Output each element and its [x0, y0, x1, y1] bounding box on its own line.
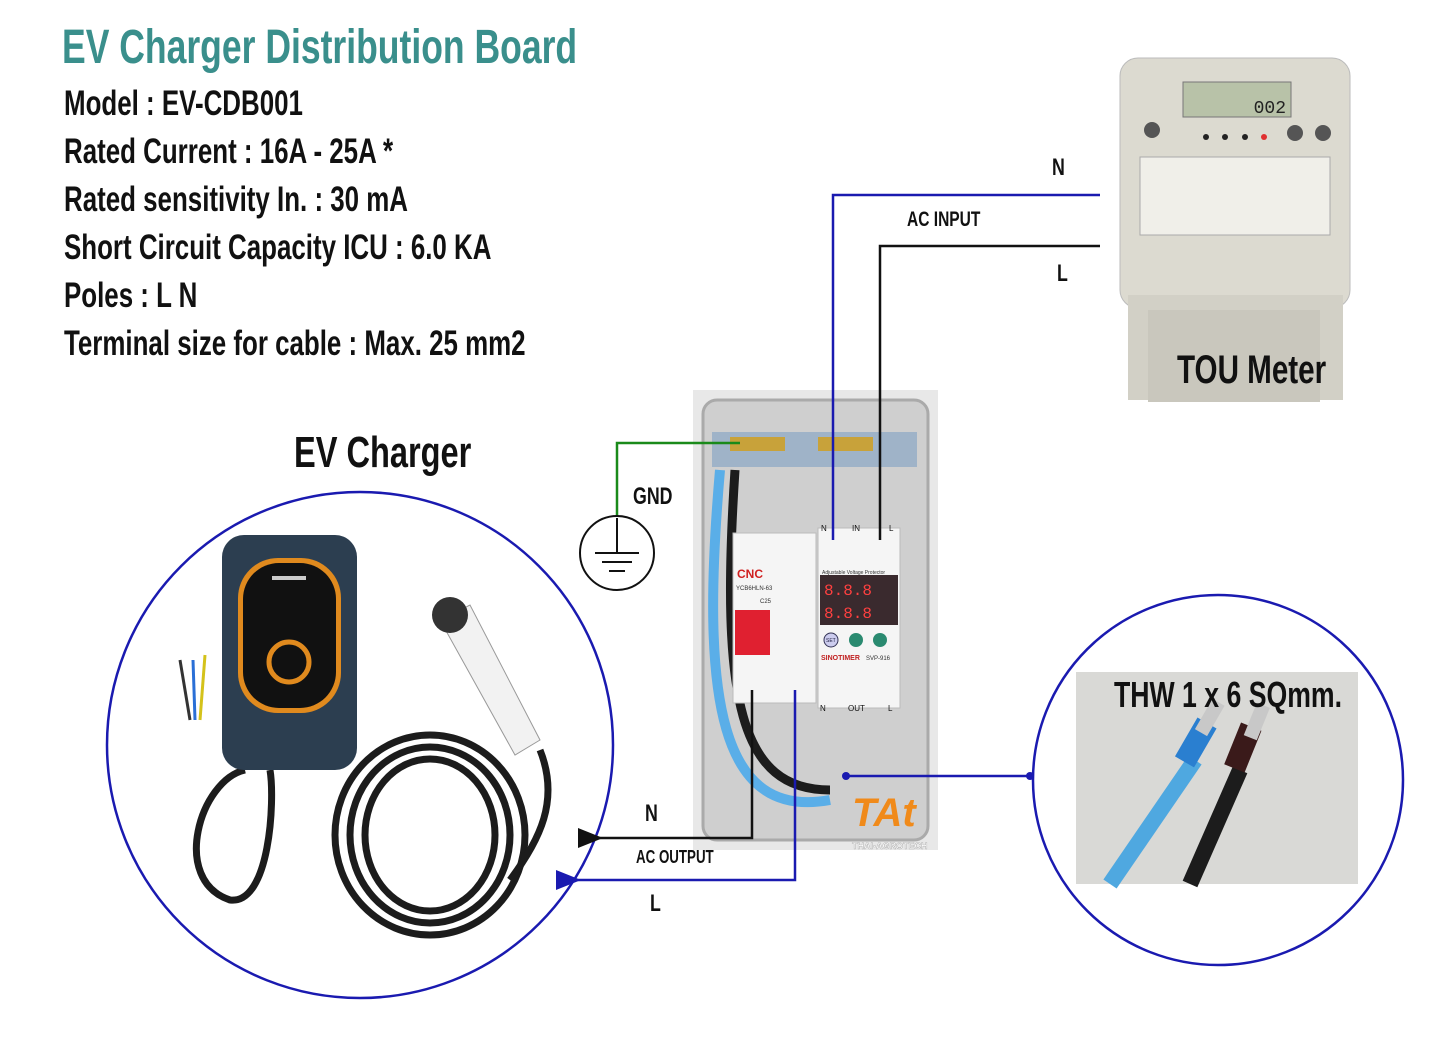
set-label: SET: [826, 638, 836, 644]
breaker-model: YCB6HLN-63: [736, 586, 773, 592]
cable-label: THW 1 x 6 SQmm.: [1114, 674, 1342, 715]
ac-output-label: AC OUTPUT: [636, 847, 714, 867]
ground-icon: [579, 515, 655, 591]
svg-text:THAI-AGROTECH: THAI-AGROTECH: [852, 841, 928, 851]
input-neutral-wire: [831, 193, 1100, 540]
meter-display: 002: [1254, 99, 1286, 119]
spec-short-circuit: Short Circuit Capacity ICU : 6.0 KA: [64, 228, 492, 267]
output-n-label: N: [645, 800, 658, 827]
in-l-label: L: [889, 524, 894, 533]
cable-detail: [1031, 593, 1405, 967]
spec-poles: Poles : L N: [64, 276, 198, 315]
tou-meter: [1119, 57, 1351, 402]
input-l-label: L: [1057, 260, 1068, 287]
protector-display-voltage: 8.8.8: [824, 582, 872, 600]
breaker-brand: CNC: [737, 567, 763, 581]
spec-terminal-size: Terminal size for cable : Max. 25 mm2: [64, 324, 526, 363]
ground-wire: [615, 441, 740, 518]
out-n-label: N: [820, 704, 826, 713]
ev-charger-title: EV Charger: [294, 428, 472, 477]
meter-label: TOU Meter: [1177, 348, 1327, 392]
out-label: OUT: [848, 704, 865, 713]
svg-text:TAt: TAt: [852, 791, 917, 835]
output-line-wire: [556, 690, 797, 890]
ac-input-label: AC INPUT: [907, 208, 981, 231]
ev-charger-illustration: [105, 490, 615, 1000]
up-icon: [849, 633, 863, 647]
protector-display-current: 8.8.8: [824, 605, 872, 623]
input-n-label: N: [1052, 154, 1065, 181]
protector-brand: SINOTIMER: [821, 655, 860, 662]
in-n-label: N: [821, 524, 827, 533]
protector-model: SVP-916: [866, 656, 891, 662]
page-title: EV Charger Distribution Board: [62, 21, 578, 74]
output-l-label: L: [650, 890, 661, 917]
in-label: IN: [852, 524, 860, 533]
set-button: [823, 632, 839, 648]
spec-rated-current: Rated Current : 16A - 25A *: [64, 132, 394, 171]
thai-agrotech-logo: TAt THAI-AGROTECH: [852, 791, 928, 851]
gnd-label: GND: [633, 483, 673, 510]
breaker-rating: C25: [760, 599, 772, 605]
distribution-board: [693, 390, 938, 850]
output-neutral-wire: [578, 690, 754, 848]
protector-title: Adjustable Voltage Protector: [822, 570, 885, 576]
input-line-wire: [878, 244, 1100, 540]
out-l-label: L: [888, 704, 893, 713]
spec-sensitivity: Rated sensitivity In. : 30 mA: [64, 180, 409, 219]
down-icon: [873, 633, 887, 647]
spec-model: Model : EV-CDB001: [64, 84, 303, 123]
